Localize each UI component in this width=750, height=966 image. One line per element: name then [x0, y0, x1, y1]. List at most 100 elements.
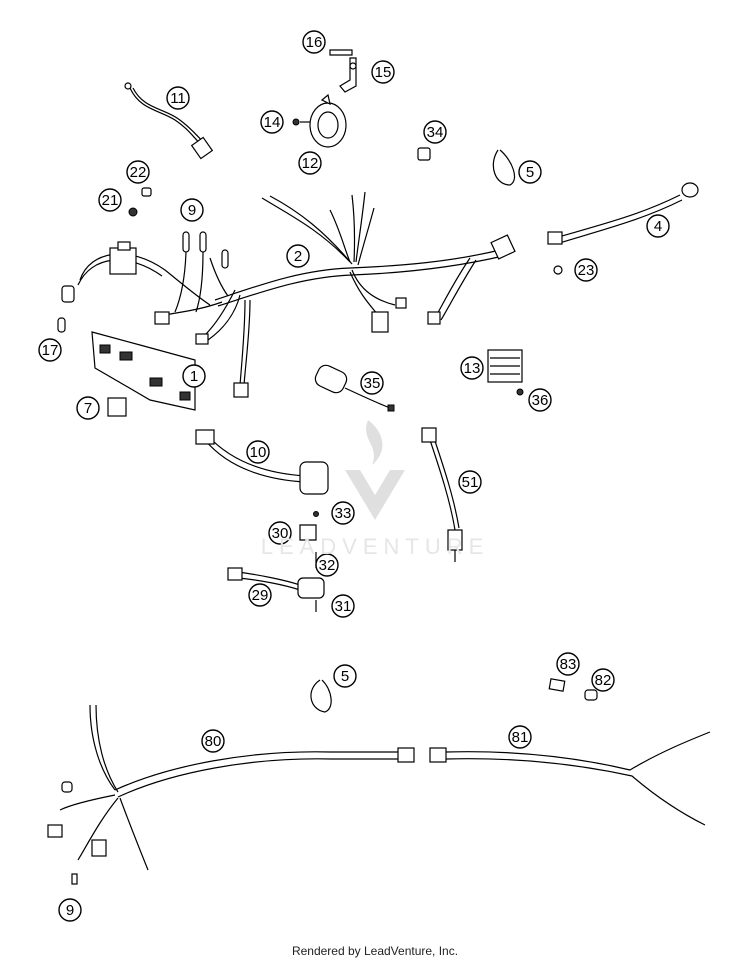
- plug-parts: [548, 678, 598, 701]
- callout-10: 10: [246, 440, 270, 464]
- callout-29: 29: [248, 583, 272, 607]
- bracket-part: [329, 49, 357, 93]
- regulator-part: [487, 349, 524, 396]
- callout-circle: [76, 396, 100, 420]
- callout-circle: [331, 594, 355, 618]
- callout-circle: [98, 188, 122, 212]
- callout-label: 5: [341, 668, 349, 685]
- connector-part: [174, 231, 229, 313]
- callout-7: 7: [76, 396, 100, 420]
- relay-part: [107, 397, 127, 417]
- callout-label: 13: [464, 360, 481, 377]
- lower-harness-81-part: [429, 731, 711, 826]
- callout-circle: [508, 725, 532, 749]
- callout-31: 31: [331, 594, 355, 618]
- callout-label: 16: [306, 34, 323, 51]
- callout-21: 21: [98, 188, 122, 212]
- callout-label: 33: [335, 505, 352, 522]
- callout-label: 9: [66, 902, 74, 919]
- callout-circle: [38, 338, 62, 362]
- callout-label: 9: [188, 202, 196, 219]
- callout-32: 32: [315, 553, 339, 577]
- callout-82: 82: [591, 668, 615, 692]
- callout-label: 34: [427, 124, 444, 141]
- light-cable-part: [547, 182, 699, 245]
- callout-circle: [166, 86, 190, 110]
- callout-4: 4: [646, 214, 670, 238]
- callout-label: 15: [375, 64, 392, 81]
- callout-80: 80: [201, 729, 225, 753]
- callout-label: 22: [130, 164, 147, 181]
- horn-part: [292, 93, 347, 148]
- relay-cable-part: [314, 364, 395, 412]
- bracket-plate-part: [91, 331, 196, 411]
- callout-81: 81: [508, 725, 532, 749]
- callout-label: 4: [654, 218, 662, 235]
- callout-33: 33: [331, 501, 355, 525]
- footer-credit: Rendered by LeadVenture, Inc.: [291, 944, 459, 958]
- watermark-text: LEADVENTURE: [260, 534, 490, 559]
- relay-bundle-part: [61, 241, 211, 306]
- callout-label: 5: [526, 164, 534, 181]
- watermark-logo: [345, 420, 405, 520]
- callout-36: 36: [528, 388, 552, 412]
- callout-14: 14: [260, 110, 284, 134]
- callout-circle: [591, 668, 615, 692]
- callout-circle: [646, 214, 670, 238]
- callout-circle: [180, 198, 204, 222]
- callout-label: 51: [462, 474, 479, 491]
- callout-9: 9: [180, 198, 204, 222]
- callout-label: 21: [102, 192, 119, 209]
- callout-circle: [331, 501, 355, 525]
- callout-label: 7: [84, 400, 92, 417]
- callout-label: 31: [335, 598, 352, 615]
- callout-label: 81: [512, 729, 529, 746]
- callout-circle: [286, 244, 310, 268]
- callout-label: 11: [170, 90, 186, 107]
- sensor-cable-part: [124, 82, 214, 160]
- temp-sensor-part: [421, 427, 463, 562]
- callout-9: 9: [58, 898, 82, 922]
- callout-51: 51: [458, 470, 482, 494]
- bulb-part: [57, 317, 66, 333]
- callout-15: 15: [371, 60, 395, 84]
- callout-circle: [528, 388, 552, 412]
- sensor-switch-part: [227, 567, 325, 612]
- callout-circle: [460, 356, 484, 380]
- callout-30: 30: [268, 521, 292, 545]
- callout-circle: [333, 664, 357, 688]
- cable-tie-part: [492, 149, 515, 186]
- callout-label: 10: [250, 444, 267, 461]
- callout-circle: [126, 160, 150, 184]
- callout-16: 16: [302, 30, 326, 54]
- callout-label: 36: [532, 392, 549, 409]
- callout-circle: [360, 371, 384, 395]
- callout-5: 5: [333, 664, 357, 688]
- callout-83: 83: [556, 652, 580, 676]
- callout-circle: [302, 30, 326, 54]
- callout-label: 14: [264, 114, 281, 131]
- callout-circle: [58, 898, 82, 922]
- callout-circle: [268, 521, 292, 545]
- callout-circle: [518, 160, 542, 184]
- callout-label: 1: [190, 368, 198, 385]
- callout-23: 23: [574, 258, 598, 282]
- callout-circle: [182, 364, 206, 388]
- callout-label: 82: [595, 672, 612, 689]
- callout-circle: [315, 553, 339, 577]
- callout-circle: [371, 60, 395, 84]
- callout-circle: [574, 258, 598, 282]
- clip-part: [417, 147, 431, 161]
- callout-circle: [556, 652, 580, 676]
- small-nut-part: [553, 265, 563, 275]
- callout-circle: [201, 729, 225, 753]
- callout-circle: [298, 151, 322, 175]
- callout-label: 32: [319, 557, 336, 574]
- callout-circle: [248, 583, 272, 607]
- callout-circle: [423, 120, 447, 144]
- switch-part: [195, 429, 329, 495]
- callout-label: 23: [578, 262, 595, 279]
- cable-tie-lower-part: [310, 679, 332, 713]
- callout-circle: [260, 110, 284, 134]
- main-harness-part: [154, 191, 516, 398]
